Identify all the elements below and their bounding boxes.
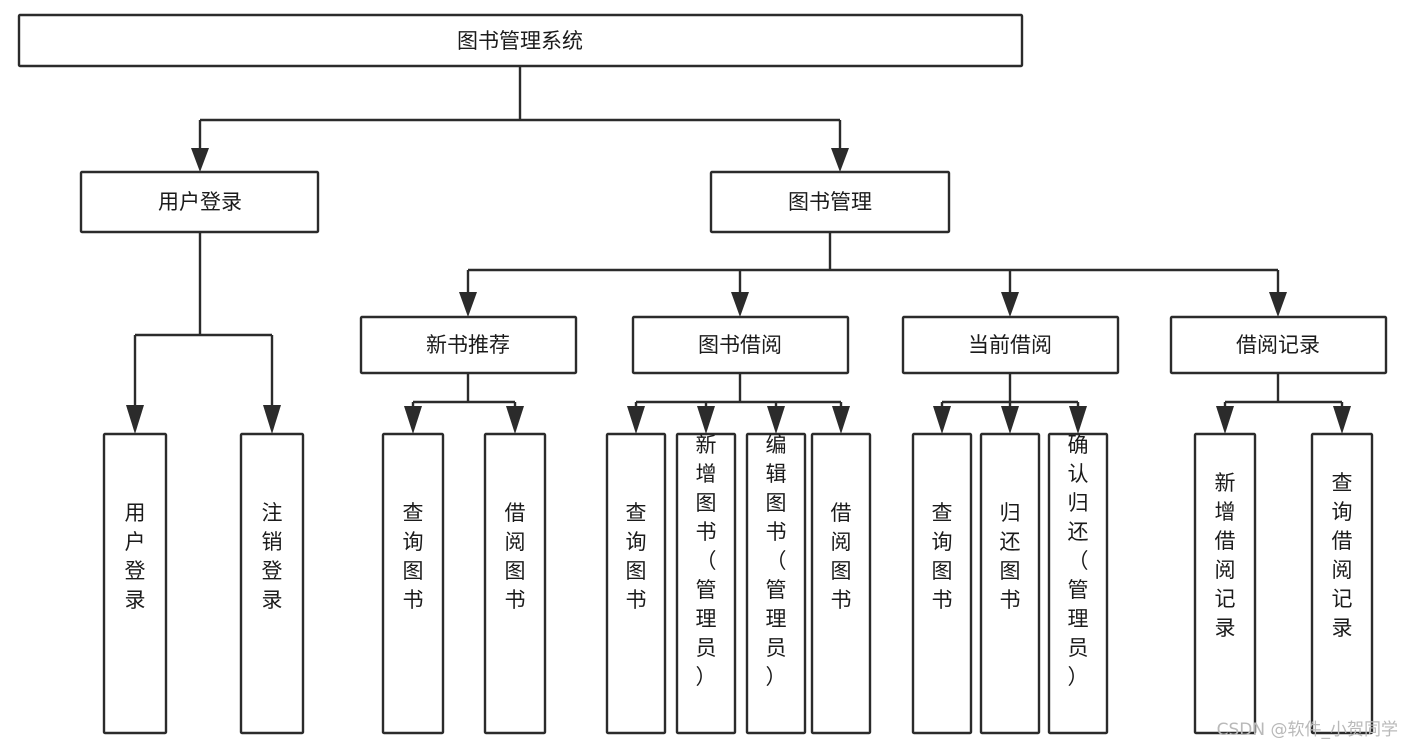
node-leaf-query-book-2[interactable]: 查询图书 — [605, 432, 667, 735]
node-leaf-add-record-label: 新增借阅记录 — [1215, 471, 1236, 640]
node-leaf-borrow-book-1-label: 借阅图书 — [505, 501, 526, 612]
node-user-login[interactable]: 用户登录 — [79, 170, 320, 234]
node-leaf-borrow-book-1[interactable]: 借阅图书 — [483, 432, 547, 735]
node-root-label: 图书管理系统 — [457, 29, 583, 53]
node-leaf-return-book-label: 归还图书 — [1000, 501, 1021, 612]
node-leaf-add-record[interactable]: 新增借阅记录 — [1193, 432, 1257, 735]
connector-bookmanage-to-level2 — [459, 232, 1287, 317]
node-book-borrow-label: 图书借阅 — [698, 333, 782, 357]
node-leaf-query-book-3[interactable]: 查询图书 — [911, 432, 973, 735]
node-user-login-label: 用户登录 — [158, 190, 242, 214]
node-new-book-rec[interactable]: 新书推荐 — [359, 315, 578, 375]
node-leaf-user-login-label: 用户登录 — [125, 501, 146, 612]
connector-bookborrow-to-leaves — [627, 373, 850, 434]
node-leaf-query-book-3-label: 查询图书 — [932, 501, 953, 612]
node-leaf-borrow-book-2[interactable]: 借阅图书 — [810, 432, 872, 735]
node-leaf-logout[interactable]: 注销登录 — [239, 432, 305, 735]
node-leaf-add-book-label: 新增图书（管理员） — [696, 433, 717, 689]
node-leaf-query-book-1-label: 查询图书 — [403, 501, 424, 612]
node-current-borrow-label: 当前借阅 — [968, 333, 1052, 357]
node-leaf-edit-book-label: 编辑图书（管理员） — [766, 433, 787, 689]
node-leaf-user-login[interactable]: 用户登录 — [102, 432, 168, 735]
node-leaf-query-book-2-label: 查询图书 — [626, 501, 647, 612]
node-new-book-rec-label: 新书推荐 — [426, 333, 510, 357]
node-leaf-return-book[interactable]: 归还图书 — [979, 432, 1041, 735]
connector-root-to-level1 — [191, 66, 849, 172]
node-leaf-borrow-book-2-label: 借阅图书 — [831, 501, 852, 612]
node-leaf-confirm-return[interactable]: 确认归还（管理员） — [1047, 432, 1109, 735]
node-leaf-query-book-1[interactable]: 查询图书 — [381, 432, 445, 735]
csdn-watermark: CSDN @软件_小贺同学 — [1217, 720, 1398, 740]
node-leaf-logout-label: 注销登录 — [262, 501, 283, 612]
connector-newbook-to-leaves — [404, 373, 524, 434]
node-leaf-query-record-label: 查询借阅记录 — [1332, 471, 1353, 640]
node-borrow-record[interactable]: 借阅记录 — [1169, 315, 1388, 375]
node-leaf-confirm-return-label: 确认归还（管理员） — [1068, 433, 1089, 689]
node-book-manage[interactable]: 图书管理 — [709, 170, 951, 234]
connector-layer — [126, 66, 1351, 434]
connector-userlogin-to-leaves — [126, 232, 281, 434]
connector-currentborrow-to-leaves — [933, 373, 1087, 434]
node-root[interactable]: 图书管理系统 — [17, 13, 1024, 68]
node-leaf-add-book[interactable]: 新增图书（管理员） — [675, 432, 737, 735]
node-book-manage-label: 图书管理 — [788, 190, 872, 214]
node-leaf-query-record[interactable]: 查询借阅记录 — [1310, 432, 1374, 735]
node-borrow-record-label: 借阅记录 — [1236, 333, 1320, 357]
node-book-borrow[interactable]: 图书借阅 — [631, 315, 850, 375]
node-current-borrow[interactable]: 当前借阅 — [901, 315, 1120, 375]
connector-borrowrecord-to-leaves — [1216, 373, 1351, 434]
node-leaf-edit-book[interactable]: 编辑图书（管理员） — [745, 432, 807, 735]
